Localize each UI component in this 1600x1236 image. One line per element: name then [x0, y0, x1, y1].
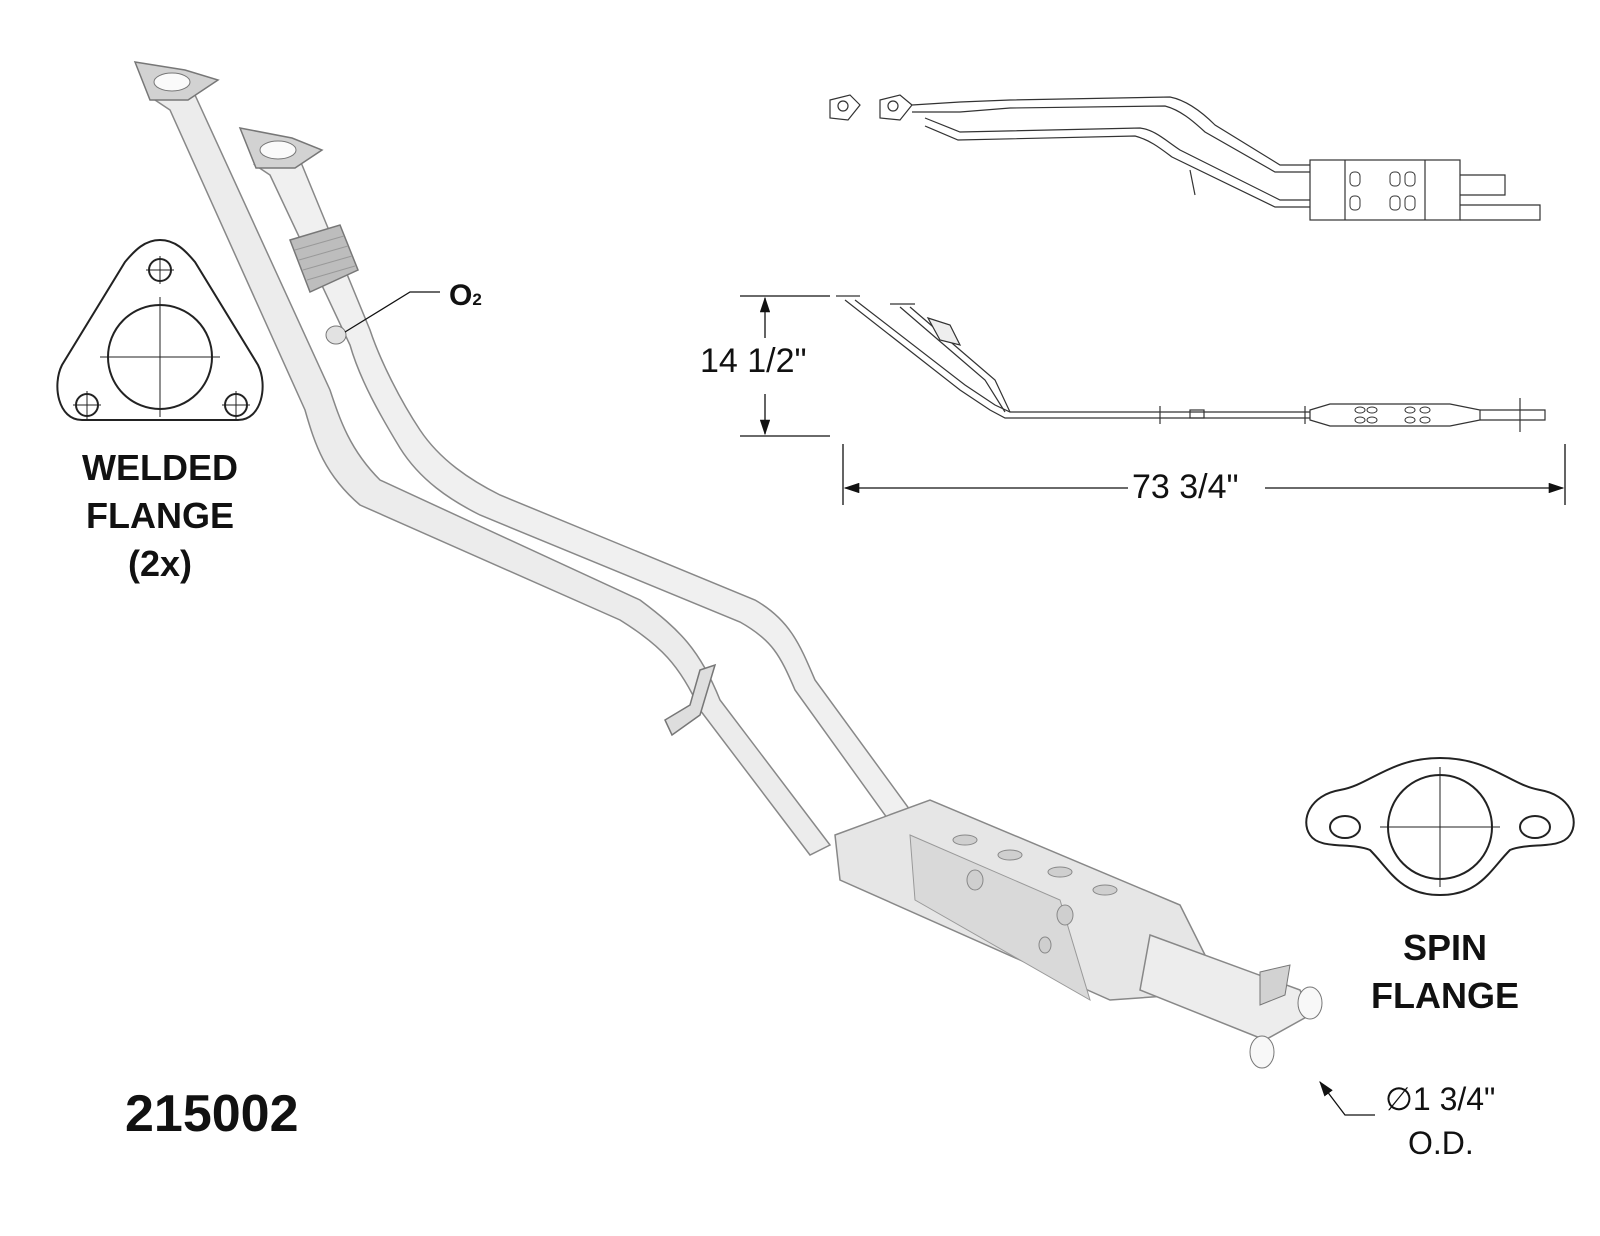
diameter-leader — [1319, 1080, 1375, 1116]
welded-flange-line-3: (2x) — [127, 543, 193, 584]
rear-pipe — [152, 94, 832, 856]
spin-flange-detail — [1305, 756, 1575, 897]
flex-joint — [289, 224, 359, 294]
o2-leader — [344, 291, 440, 333]
welded-flange-line-1: WELDED — [82, 447, 238, 488]
spin-flange-line-1: SPIN — [1402, 927, 1488, 968]
part-number: 215002 — [125, 1085, 299, 1143]
diameter-icon: ∅ — [1385, 1081, 1413, 1117]
diameter-value: 1 3/4" — [1412, 1081, 1496, 1117]
top-view — [829, 94, 1541, 221]
main-pipe-assembly — [133, 61, 1323, 1069]
o2-label-subscript: 2 — [472, 290, 482, 309]
diameter-label: ∅1 3/4" — [1385, 1083, 1495, 1115]
o2-label-letter: O — [449, 279, 473, 312]
welded-flange-line-2: FLANGE — [86, 495, 234, 536]
length-dimension-value: 73 3/4" — [1128, 470, 1243, 504]
welded-flange-detail — [56, 238, 264, 421]
spin-flange-line-2: FLANGE — [1371, 975, 1519, 1016]
diameter-od-note: O.D. — [1408, 1125, 1474, 1161]
hanger-bracket — [664, 663, 717, 737]
height-dimension-value: 14 1/2" — [696, 344, 811, 378]
o2-sensor-label: O2 — [449, 281, 482, 311]
side-view — [836, 295, 1546, 432]
length-dimension — [842, 444, 1566, 505]
height-dimension — [740, 295, 830, 437]
welded-flange-label: WELDED FLANGE (2x) — [60, 450, 260, 582]
spin-flange-part — [1259, 964, 1291, 1006]
o2-sensor-boss — [325, 325, 347, 345]
spin-flange-label: SPIN FLANGE — [1355, 930, 1535, 1014]
